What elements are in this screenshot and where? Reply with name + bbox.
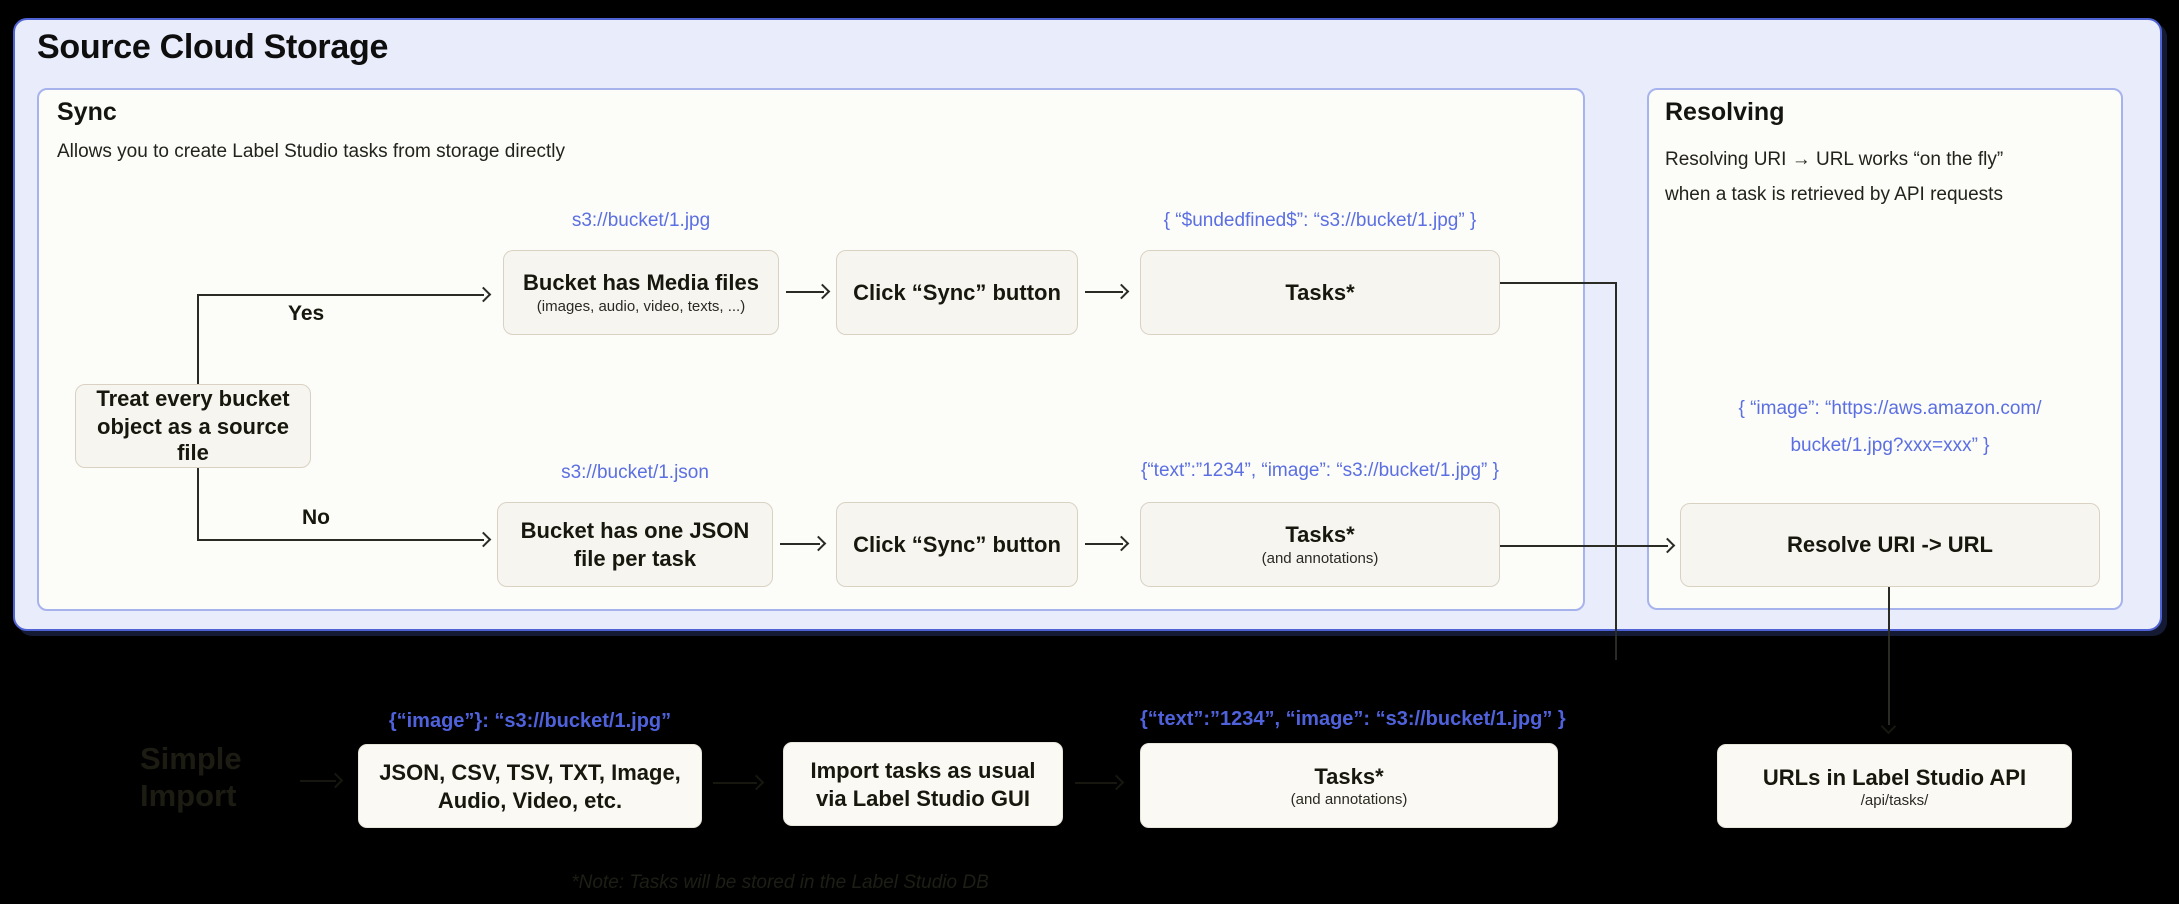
resolve-uri-label: Resolve URI -> URL xyxy=(1787,532,1993,557)
sync-button-node-row2: Click “Sync” button xyxy=(836,502,1078,587)
resolving-heading: Resolving xyxy=(1665,98,1785,126)
decision-node-line1: Treat every bucket xyxy=(96,386,290,411)
tasks-json-label-row1: { “$undedfined$”: “s3://bucket/1.jpg” } xyxy=(1163,210,1477,231)
bottom-tasks-subtitle: (and annotations) xyxy=(1290,791,1408,808)
simple-import-heading: Simple Import xyxy=(140,740,242,814)
resolved-json-line1: { “image”: “https://aws.amazon.com/ xyxy=(1738,398,2042,419)
tasks-connector-horizontal xyxy=(1500,282,1617,284)
decision-node-line2: object as a source file xyxy=(97,414,289,465)
file-types-line1: JSON, CSV, TSV, TXT, Image, xyxy=(379,759,681,785)
simple-import-line1: Simple xyxy=(140,741,242,776)
import-gui-line1: Import tasks as usual xyxy=(810,757,1036,783)
bottom-tasks-json-label: {“text”:”1234”, “image”: “s3://bucket/1.… xyxy=(1140,708,1566,730)
tasks-node-row2: Tasks* (and annotations) xyxy=(1140,502,1500,587)
sync-subtitle: Allows you to create Label Studio tasks … xyxy=(57,141,565,162)
file-types-node: JSON, CSV, TSV, TXT, Image, Audio, Video… xyxy=(358,744,702,828)
tasks-to-resolve-arrow xyxy=(1500,545,1668,547)
api-urls-title: URLs in Label Studio API xyxy=(1762,764,2027,790)
api-urls-node: URLs in Label Studio API /api/tasks/ xyxy=(1717,744,2072,828)
bucket-media-node: Bucket has Media files (images, audio, v… xyxy=(503,250,779,335)
no-label: No xyxy=(302,506,330,529)
import-arrowhead-1-icon xyxy=(327,772,344,789)
sync-heading: Sync xyxy=(57,98,117,126)
json-to-sync-arrow xyxy=(780,543,820,545)
resolved-json-label: { “image”: “https://aws.amazon.com/ buck… xyxy=(1680,390,2100,464)
sync-to-tasks-arrow-row2 xyxy=(1085,543,1123,545)
import-arrow-1 xyxy=(300,780,336,782)
sync-button-label-row1: Click “Sync” button xyxy=(853,279,1061,305)
import-arrow-3 xyxy=(1075,782,1117,784)
resolved-json-line2: bucket/1.jpg?xxx=xxx” } xyxy=(1790,435,1990,456)
media-uri-label: s3://bucket/1.jpg xyxy=(571,210,711,231)
resolving-description-line2: when a task is retrieved by API requests xyxy=(1665,184,2003,205)
resolve-down-arrowhead-icon xyxy=(1880,718,1897,735)
yes-edge-vertical xyxy=(197,294,199,384)
api-urls-subtitle: /api/tasks/ xyxy=(1860,791,1929,809)
tasks-node-row1: Tasks* xyxy=(1140,250,1500,335)
bucket-media-title: Bucket has Media files xyxy=(523,270,759,295)
resolving-description-line1: Resolving URI → URL works “on the fly” xyxy=(1665,149,2004,170)
media-to-sync-arrow xyxy=(786,291,824,293)
page-title: Source Cloud Storage xyxy=(37,28,389,66)
no-edge-horizontal xyxy=(197,539,484,541)
import-arrowhead-3-icon xyxy=(1108,774,1125,791)
import-arrow-2 xyxy=(713,782,757,784)
decision-node: Treat every bucket object as a source fi… xyxy=(75,384,311,468)
import-gui-line2: via Label Studio GUI xyxy=(816,785,1030,811)
resolve-uri-node: Resolve URI -> URL xyxy=(1680,503,2100,587)
tasks-connector-vertical xyxy=(1615,282,1617,660)
bucket-json-node: Bucket has one JSON file per task xyxy=(497,502,773,587)
tasks-json-label-row2: {“text”:”1234”, “image”: “s3://bucket/1.… xyxy=(1141,460,1499,481)
bucket-media-subtitle: (images, audio, video, texts, ...) xyxy=(536,298,746,315)
yes-label: Yes xyxy=(288,302,325,325)
bottom-tasks-node: Tasks* (and annotations) xyxy=(1140,743,1558,828)
db-note: *Note: Tasks will be stored in the Label… xyxy=(571,872,989,893)
tasks-title-row2: Tasks* xyxy=(1285,522,1355,547)
resolve-down-connector xyxy=(1888,587,1890,725)
file-json-label: {“image”}: “s3://bucket/1.jpg” xyxy=(388,710,672,732)
sync-button-label-row2: Click “Sync” button xyxy=(853,531,1061,557)
bottom-tasks-title: Tasks* xyxy=(1314,764,1384,789)
tasks-title-row1: Tasks* xyxy=(1285,279,1355,305)
no-edge-vertical xyxy=(197,468,199,541)
yes-edge-horizontal xyxy=(197,294,484,296)
sync-to-tasks-arrow-row1 xyxy=(1085,291,1123,293)
json-uri-label: s3://bucket/1.json xyxy=(561,462,709,483)
bucket-json-line1: Bucket has one JSON xyxy=(520,517,750,543)
import-arrowhead-2-icon xyxy=(748,774,765,791)
bucket-json-line2: file per task xyxy=(573,545,697,571)
sync-button-node-row1: Click “Sync” button xyxy=(836,250,1078,335)
file-types-line2: Audio, Video, etc. xyxy=(437,787,623,813)
tasks-subtitle-row2: (and annotations) xyxy=(1261,550,1379,567)
simple-import-line2: Import xyxy=(140,778,237,813)
import-gui-node: Import tasks as usual via Label Studio G… xyxy=(783,742,1063,826)
